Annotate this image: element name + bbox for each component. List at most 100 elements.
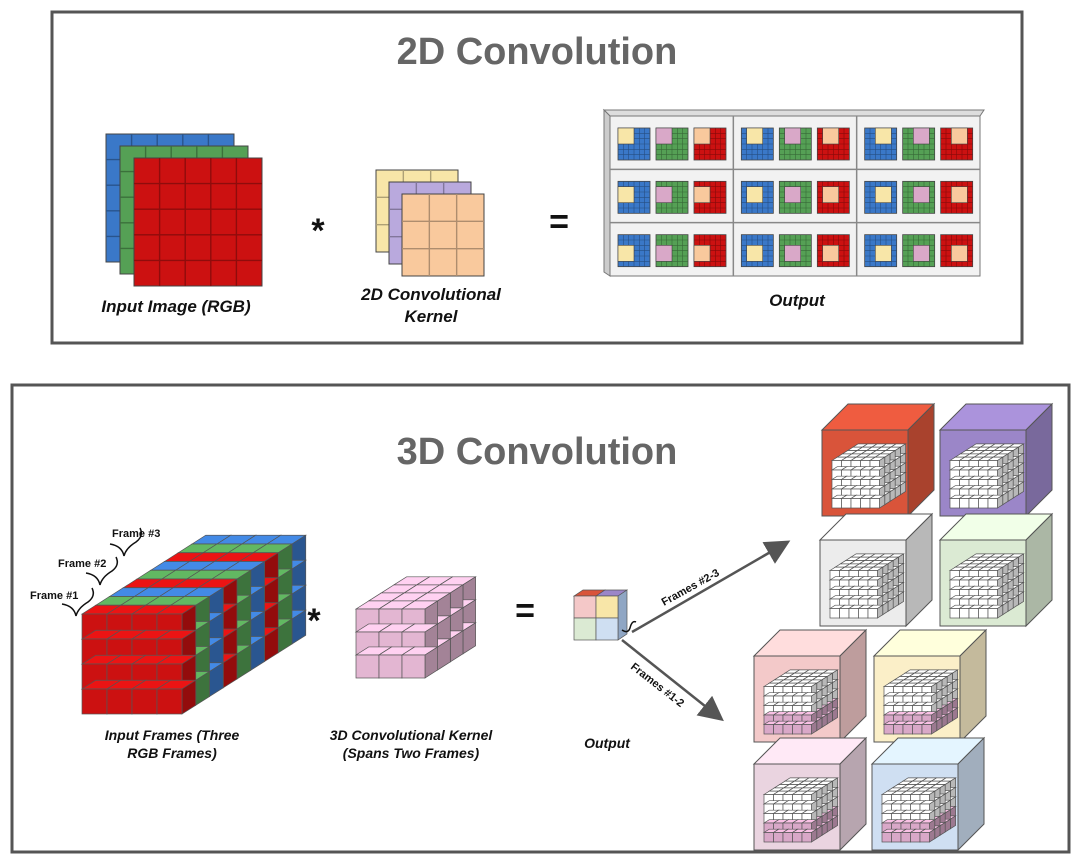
output-tile [902,234,936,268]
output-tile-accent [784,245,801,262]
output-tile [617,180,651,214]
output-tile-accent [913,245,930,262]
output-tile-accent [951,245,968,262]
output-tile [617,127,651,161]
conv3d-equals-symbol: = [515,592,535,630]
output-tile-accent [822,186,839,203]
arrow-label-frames-2-3: Frames #2-3 [660,567,722,609]
feature-cube-bottom-cream-inner [882,669,959,735]
feature-cube-top-red-inner-cube-front [860,498,871,509]
output-tile-accent [784,186,801,203]
feature-cube-top-red-inner-cube-front [850,498,861,509]
conv2d-input-image [105,133,263,287]
output-tile-accent [951,127,968,145]
input-frame-cubes-cube-front [156,688,183,715]
output-tile [693,127,727,161]
conv2d-kernel-label-line2: Kernel [405,307,459,326]
feature-cube-bottom-pink [752,628,868,744]
feature-cube-bottom-light-blue [870,736,986,852]
output-tile-accent [875,186,892,203]
output-tile-accent [655,245,673,262]
feature-cube-top-light-green-inner-cube-front [987,608,998,619]
frame-brace-1 [61,587,95,617]
output-tile-accent [693,186,711,203]
conv3d-output-small-cube [572,589,629,641]
feature-cube-top-red-inner [830,443,907,509]
frame-brace-3 [109,527,143,557]
feature-cube-bottom-pink-inner-cube-front [782,724,793,735]
conv3d-input-frames [80,534,307,715]
frame-label-2: Frame #2 [58,558,106,570]
feature-cube-top-gray-inner [828,553,905,619]
output-tile [864,234,898,268]
conv3d-kernel-label-line2: (Spans Two Frames) [343,745,480,761]
feature-cube-bottom-cream-inner-cube-front [893,724,904,735]
feature-cube-bottom-light-blue-inner-cube-front [910,832,921,843]
arrow-frames-2-3 [631,540,791,634]
conv2d-panel [50,10,1024,345]
feature-cube-top-gray-inner-cube-front [839,608,850,619]
kernel3d-cubes [354,576,477,679]
output-tile-accent [822,127,839,145]
input-layer-red [133,157,263,287]
kernel3d-cubes-cube-front [378,654,403,679]
conv3d-kernel-label-line1: 3D Convolutional Kernel [330,727,494,743]
feature-cube-bottom-light-blue-inner-cube-front [891,832,902,843]
output-tile-accent [822,245,839,262]
feature-cube-bottom-mauve [752,736,868,852]
feature-cube-top-light-green-inner [948,553,1025,619]
output-frame-left [603,108,611,277]
output-tile-accent [617,127,635,145]
output-tile [902,127,936,161]
output-tile [940,127,974,161]
conv2d-equals-symbol: = [549,203,569,241]
output-tile [740,180,774,214]
feature-cube-bottom-mauve-inner-cube-front [763,832,774,843]
feature-cube-bottom-light-blue-inner-cube-front [881,832,892,843]
feature-cube-top-red [820,402,936,518]
feature-cube-bottom-mauve-inner-cube-front [792,832,803,843]
output-tile [740,127,774,161]
feature-cube-bottom-cream-inner-cube-front [912,724,923,735]
feature-cube-top-light-green-inner-cube-front [959,608,970,619]
output-tile-accent [693,127,711,145]
output-tile [693,180,727,214]
feature-cube-top-gray-inner-cube-front [829,608,840,619]
output-tile-accent [784,127,801,145]
feature-cube-top-red-inner-cube-front [841,498,852,509]
kernel3d-cubes-cube-front [401,654,426,679]
feature-cube-bottom-cream-inner-cube-front [921,724,932,735]
feature-cube-top-purple-inner-cube-front [968,498,979,509]
output-tile [816,180,850,214]
conv3d-multiply-symbol: * [307,602,321,640]
output-tile [816,234,850,268]
feature-cube-bottom-pink-inner-cube-front [801,724,812,735]
output-tile [655,127,689,161]
feature-cube-top-light-green-inner-cube-front [978,608,989,619]
feature-cube-top-gray-inner-cube-front [858,608,869,619]
feature-cube-top-purple-inner-cube-front [978,498,989,509]
output-tile-accent [875,245,892,262]
feature-cube-top-purple [938,402,1054,518]
feature-cube-top-light-green-inner-cube-front [949,608,960,619]
arrow-frames-1-2 [621,639,724,722]
output-frame-top [602,109,985,117]
small-cube-front [573,617,597,641]
conv3d-input-label-line1: Input Frames (Three [105,727,240,743]
feature-cube-bottom-pink-inner-cube-front [792,724,803,735]
feature-cube-bottom-light-blue-inner-cube-front [900,832,911,843]
input-frame-cubes [80,534,307,715]
feature-cube-top-purple-inner-cube-front [949,498,960,509]
conv2d-kernel-label-line1: 2D Convolutional [360,285,502,304]
feature-cube-bottom-light-blue-inner [880,777,957,843]
output-tile-accent [693,245,711,262]
feature-cube-bottom-pink-inner-cube-front [763,724,774,735]
feature-cube-bottom-mauve-inner-cube-front [801,832,812,843]
feature-cube-bottom-light-blue-inner-cube-front [919,832,930,843]
feature-cube-top-light-green [938,512,1054,628]
conv2d-kernel [375,169,485,277]
conv2d-multiply-symbol: * [311,212,325,250]
conv2d-output-label: Output [769,291,826,310]
small-output-cube [572,589,629,641]
